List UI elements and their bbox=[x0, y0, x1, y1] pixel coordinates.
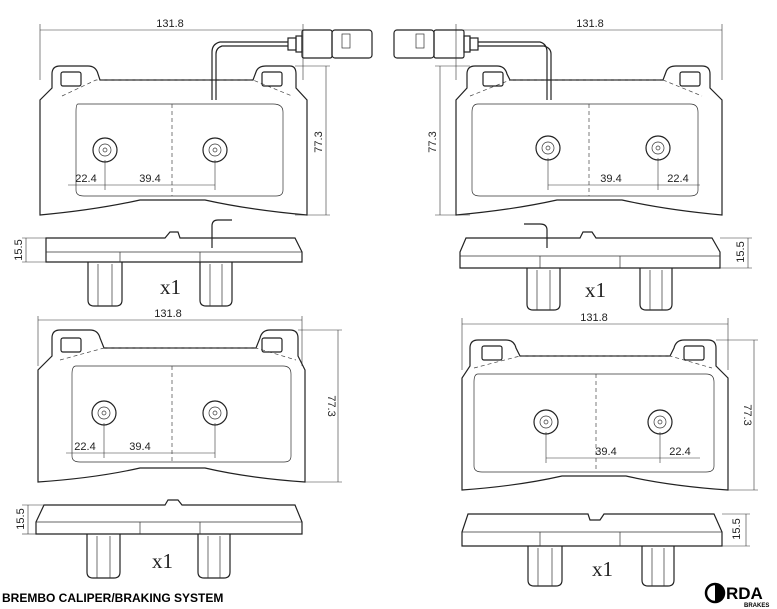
thickness-label: 15.5 bbox=[731, 518, 743, 539]
thickness-label: 15.5 bbox=[735, 241, 747, 262]
offset-label: 22.4 bbox=[669, 446, 690, 458]
pad-bottom-left: 131.8 22.4 39.4 77.3 15.5 bbox=[15, 308, 342, 579]
thickness-label: 15.5 bbox=[15, 508, 27, 529]
logo-text: RDA bbox=[726, 584, 763, 603]
caption-text: BREMBO CALIPER/BRAKING SYSTEM bbox=[2, 591, 223, 605]
offset-label: 22.4 bbox=[74, 441, 95, 453]
spacing-label: 39.4 bbox=[600, 173, 621, 185]
spacing-label: 39.4 bbox=[595, 446, 616, 458]
height-label: 77.3 bbox=[313, 131, 325, 152]
width-label: 131.8 bbox=[154, 308, 182, 320]
logo-subtext: BRAKES bbox=[744, 603, 769, 609]
width-label: 131.8 bbox=[580, 312, 608, 324]
quantity-label: x1 bbox=[592, 557, 613, 581]
pad-top-right: 131.8 39.4 22.4 77.3 bbox=[393, 18, 752, 311]
height-label: 77.3 bbox=[325, 395, 337, 416]
spacing-label: 39.4 bbox=[139, 173, 160, 185]
thickness-label: 15.5 bbox=[13, 239, 25, 260]
pad-bottom-right: 131.8 39.4 22.4 77.3 15.5 bbox=[461, 312, 758, 587]
pad-top-left: 131.8 22.4 39.4 77.3 bbox=[13, 18, 373, 307]
spacing-label: 39.4 bbox=[129, 441, 150, 453]
quantity-label: x1 bbox=[152, 549, 173, 573]
height-label: 77.3 bbox=[427, 131, 439, 152]
quantity-label: x1 bbox=[160, 275, 181, 299]
quantity-label: x1 bbox=[585, 278, 606, 302]
offset-label: 22.4 bbox=[75, 173, 96, 185]
brand-logo: RDA BRAKES bbox=[704, 582, 769, 609]
offset-label: 22.4 bbox=[667, 173, 688, 185]
height-label: 77.3 bbox=[741, 404, 753, 425]
width-label: 131.8 bbox=[156, 18, 184, 30]
width-label: 131.8 bbox=[576, 18, 604, 30]
